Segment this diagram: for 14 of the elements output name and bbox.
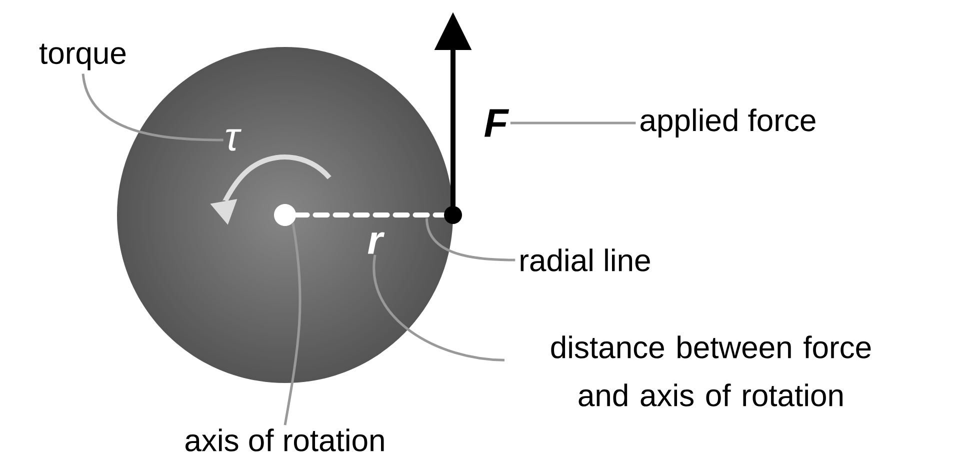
label-text: distance between force and axis of rotation bbox=[551, 336, 871, 406]
label-text: axis of rotation bbox=[186, 428, 384, 452]
label-text: radial line bbox=[520, 248, 650, 272]
leader-line bbox=[510, 122, 636, 124]
leader-line bbox=[284, 222, 302, 426]
distance-symbol: r bbox=[368, 232, 385, 254]
leader-line bbox=[82, 74, 224, 142]
label-text: applied force bbox=[640, 108, 816, 138]
torque-symbol: τ bbox=[226, 129, 242, 151]
label-text: torque bbox=[40, 44, 126, 70]
leader-line bbox=[426, 218, 516, 262]
axis-dot bbox=[274, 204, 296, 226]
leader-line bbox=[372, 254, 505, 362]
force-symbol: F bbox=[484, 109, 510, 137]
